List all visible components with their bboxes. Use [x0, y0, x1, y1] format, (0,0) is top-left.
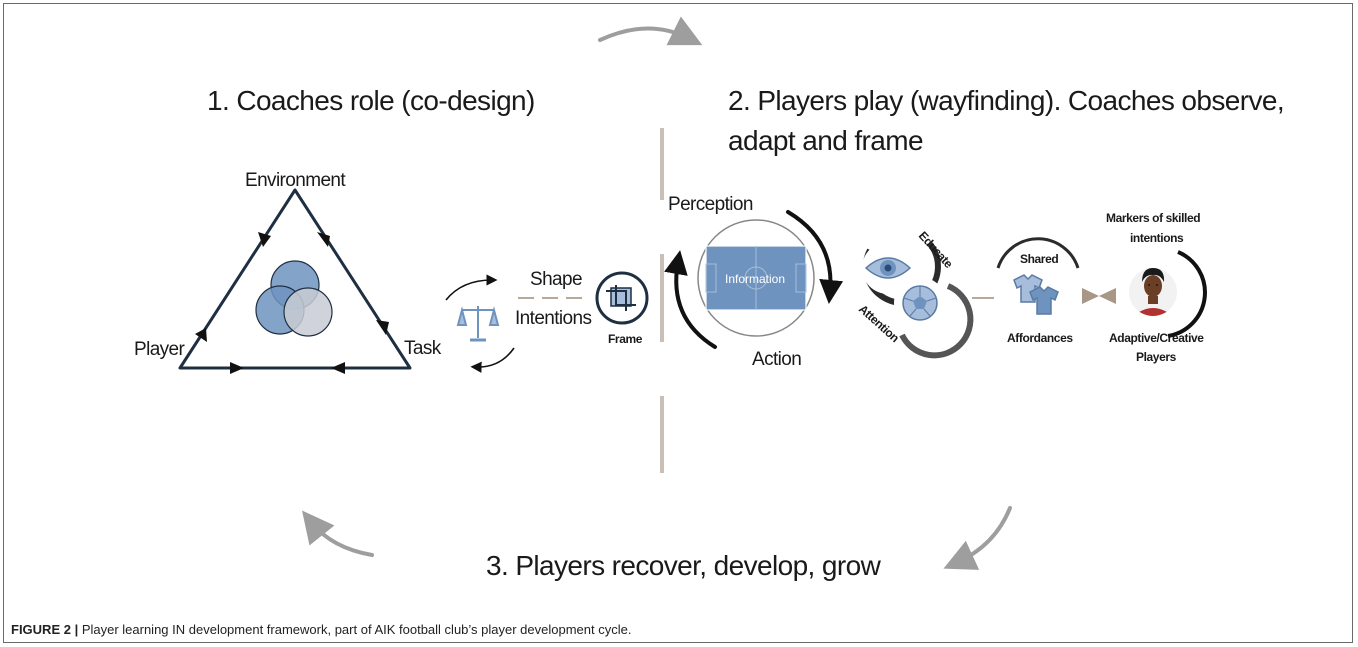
curved-arrow-top: [445, 274, 498, 301]
triangle-arrow: [230, 362, 244, 374]
scale-icon: [456, 306, 500, 342]
figure-caption: FIGURE 2 | Player learning IN developmen…: [11, 622, 631, 637]
cycle-arrow-top: [598, 16, 703, 46]
bowtie-left: [1082, 288, 1099, 304]
label-intentions: Intentions: [515, 308, 591, 329]
cycle-arrow-action: [664, 250, 717, 349]
shirts-icon: [1013, 274, 1059, 315]
bowtie-right: [1099, 288, 1116, 304]
label-markers-line2: intentions: [1130, 231, 1184, 245]
curved-arrow-bottom: [470, 347, 515, 373]
heading-coaches-role: 1. Coaches role (co-design): [207, 85, 535, 116]
player-arc: [1167, 250, 1207, 338]
triangle-label-environment: Environment: [245, 170, 346, 191]
triangle-label-task: Task: [404, 338, 442, 359]
triangle-arrow: [195, 328, 207, 342]
frame-icon: [595, 271, 649, 325]
label-shared: Shared: [1020, 252, 1058, 266]
label-affordances: Affordances: [1007, 331, 1073, 345]
caption-text: Player learning IN development framework…: [78, 622, 632, 637]
triangle-label-player: Player: [134, 339, 186, 360]
eye-icon: [864, 257, 912, 279]
triangle-arrow: [376, 320, 389, 335]
cycle-arrow-perception: [786, 210, 844, 304]
triangle-arrow: [258, 232, 271, 247]
shared-arc: [996, 237, 1080, 269]
label-markers-line1: Markers of skilled: [1106, 211, 1200, 225]
venn-circle-task: [283, 287, 333, 337]
caption-label: FIGURE 2 |: [11, 622, 79, 637]
cycle-arrow-bottom-right: [943, 506, 1012, 570]
constraints-triangle: [178, 188, 412, 374]
football-icon: [902, 285, 938, 321]
label-adaptive-line1: Adaptive/Creative: [1109, 331, 1204, 345]
heading-players-play-line2: adapt and frame: [728, 125, 923, 156]
label-frame: Frame: [608, 332, 643, 346]
triangle-arrow: [317, 232, 330, 247]
figure-frame: [3, 3, 1353, 643]
heading-players-recover: 3. Players recover, develop, grow: [486, 550, 882, 581]
player-avatar-icon: [1129, 268, 1177, 316]
label-action: Action: [752, 349, 801, 370]
heading-players-play-line1: 2. Players play (wayfinding). Coaches ob…: [728, 85, 1284, 116]
pitch-icon: [705, 245, 807, 311]
label-perception: Perception: [668, 194, 753, 215]
triangle-arrow: [331, 362, 345, 374]
label-information: Information: [725, 272, 785, 286]
label-adaptive-line2: Players: [1136, 350, 1177, 364]
cycle-arrow-bottom-left: [301, 510, 374, 557]
label-shape: Shape: [530, 269, 582, 290]
